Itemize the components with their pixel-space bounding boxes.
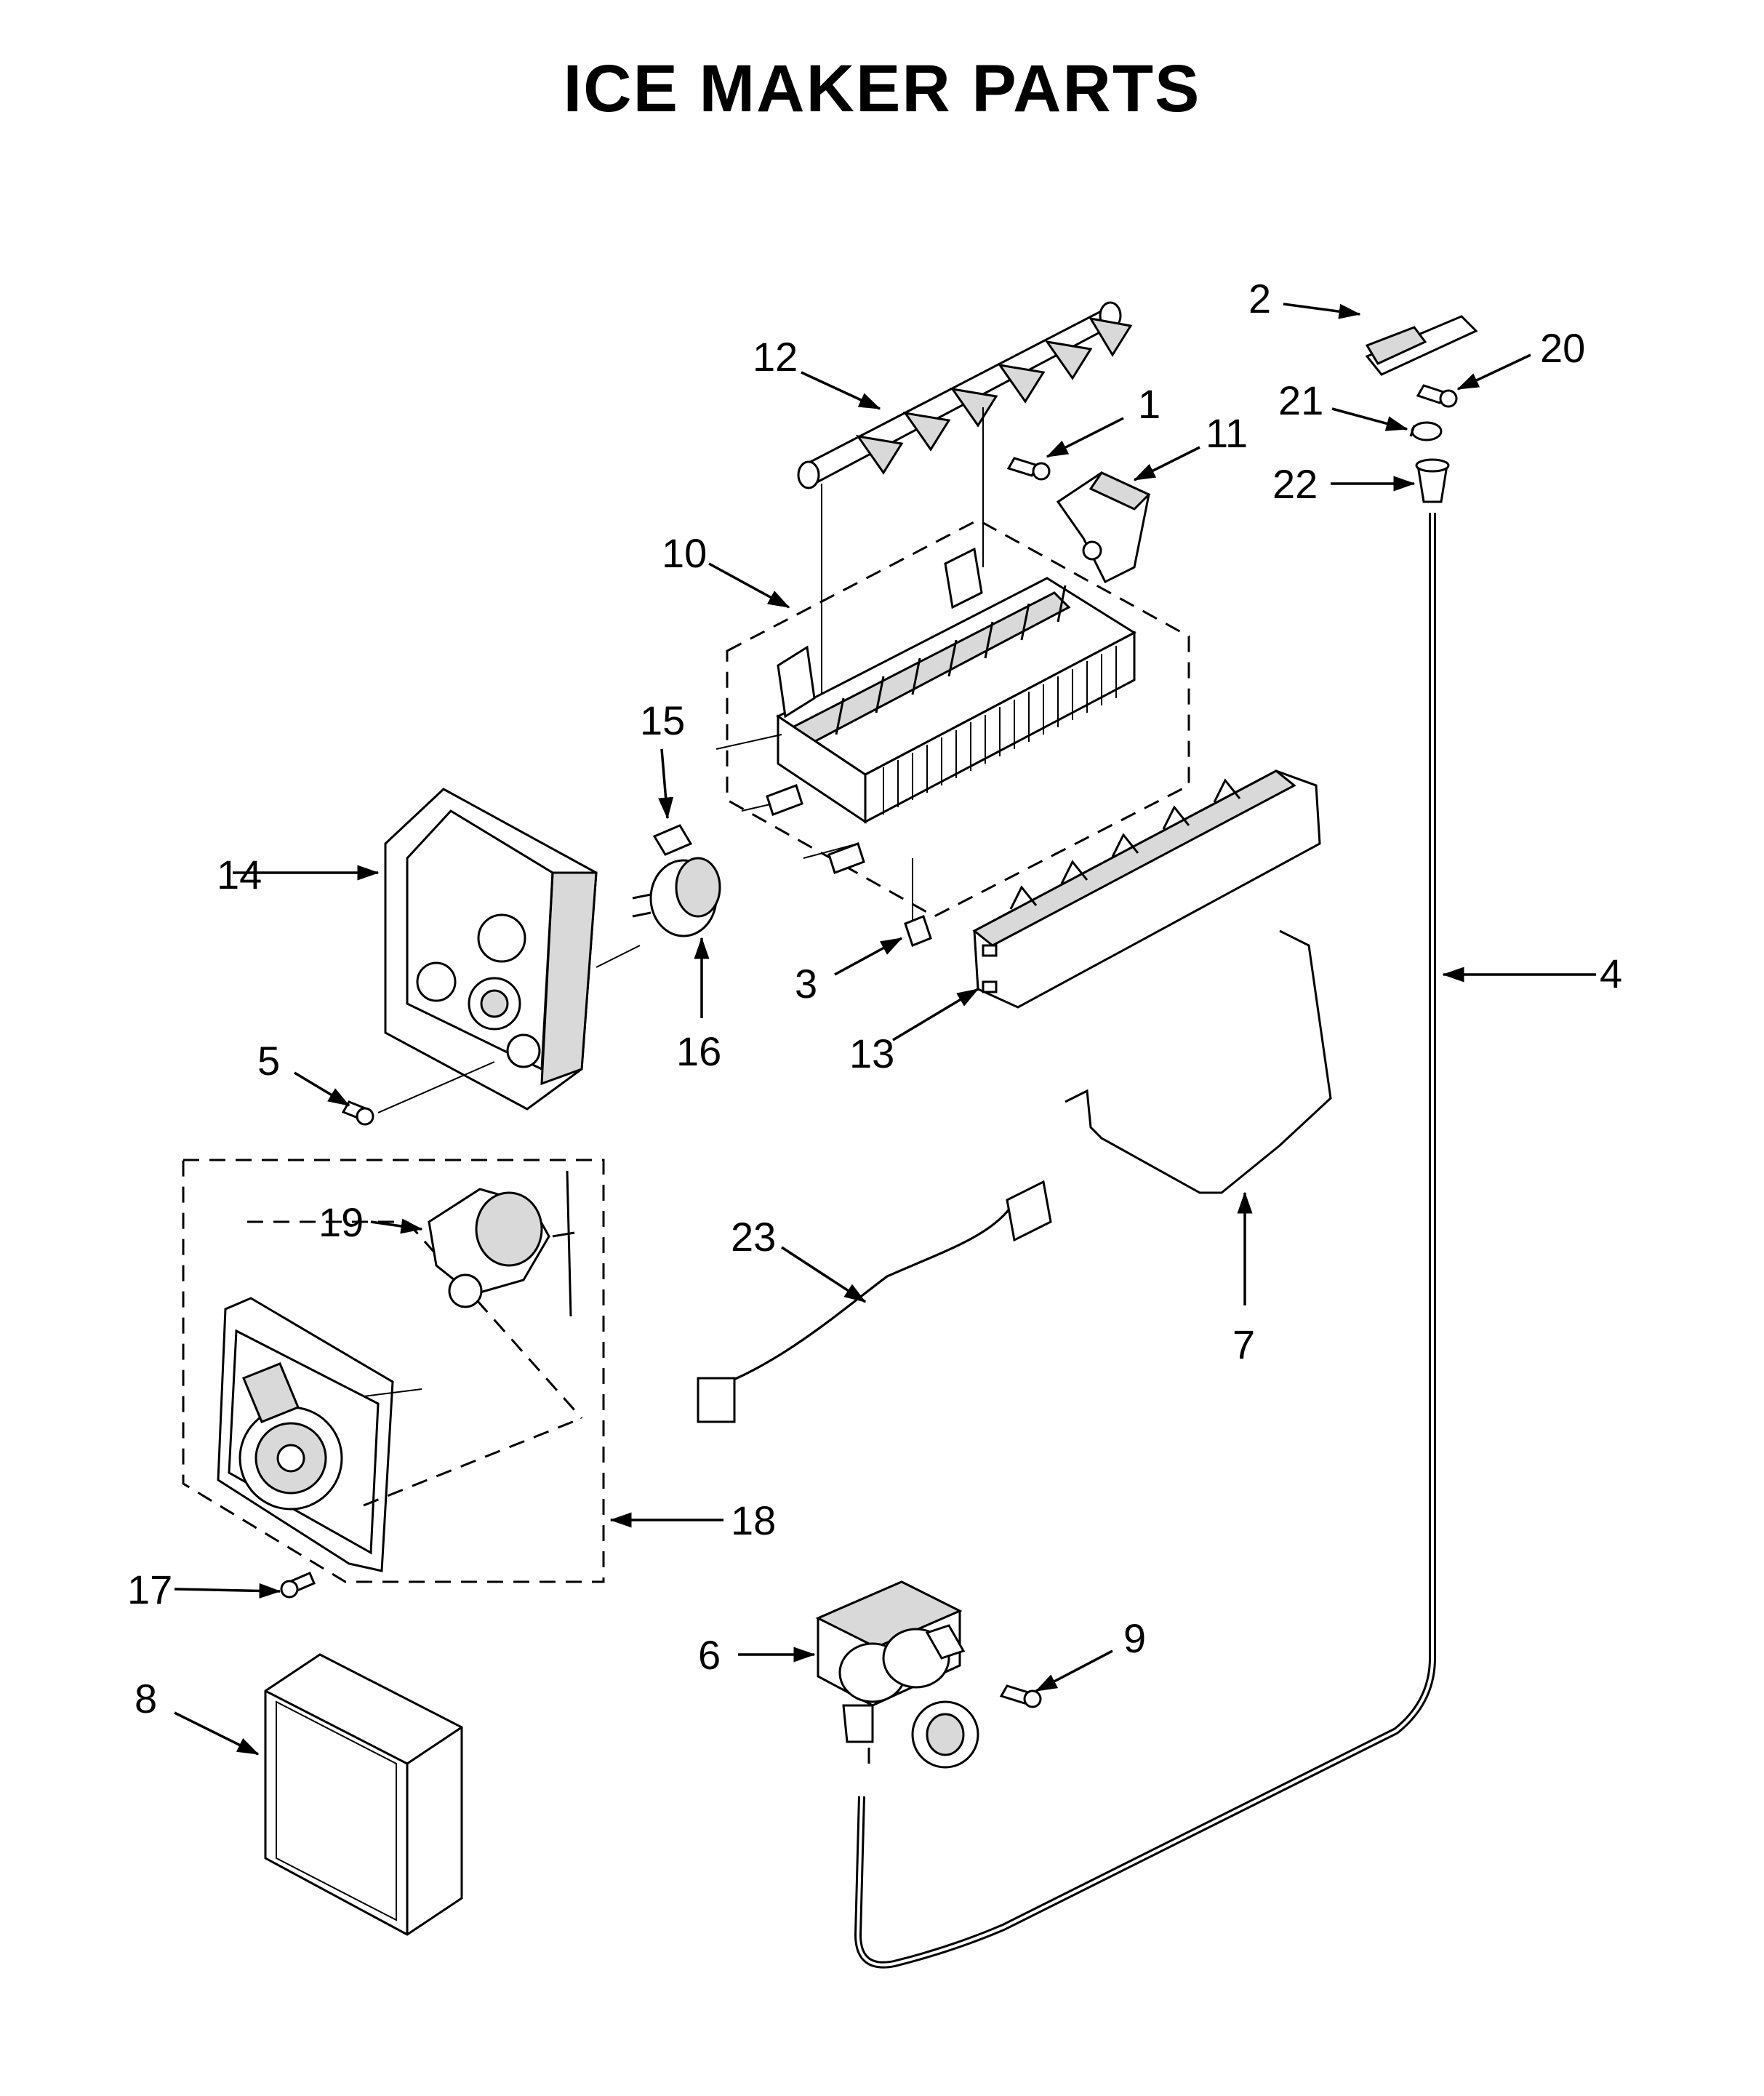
callout-6: 6 <box>698 1632 721 1678</box>
clip-part-3[interactable] <box>904 915 932 947</box>
mold-part-10[interactable] <box>715 519 1190 920</box>
callout-7: 7 <box>1232 1321 1255 1367</box>
callout-1: 1 <box>1138 381 1160 427</box>
screw-part-20[interactable] <box>1416 384 1458 408</box>
motor-part-19[interactable] <box>428 1170 575 1317</box>
callout-13: 13 <box>849 1031 894 1076</box>
callout-14: 14 <box>217 852 262 897</box>
bracket-part-2[interactable] <box>1365 315 1478 376</box>
ejector-shaft-part-12[interactable] <box>797 301 1133 702</box>
shutoff-arm-part-7[interactable] <box>1065 929 1332 1194</box>
callout-15: 15 <box>640 697 685 743</box>
callout-8: 8 <box>135 1676 157 1721</box>
callout-12: 12 <box>753 334 798 380</box>
callout-21: 21 <box>1278 377 1323 423</box>
clip-part-15[interactable] <box>652 824 693 856</box>
module-assembly-part-18[interactable] <box>182 1159 605 1583</box>
callout-17: 17 <box>127 1567 172 1612</box>
callout-5: 5 <box>257 1038 280 1084</box>
callout-18: 18 <box>731 1497 776 1543</box>
callout-22: 22 <box>1272 461 1318 507</box>
callout-2: 2 <box>1248 276 1271 321</box>
screw-part-1[interactable] <box>1006 457 1051 481</box>
cover-part-8[interactable] <box>264 1653 463 1936</box>
water-valve-part-6[interactable] <box>815 1580 979 1769</box>
callout-16: 16 <box>676 1028 721 1074</box>
screw-part-5[interactable] <box>341 1061 495 1126</box>
stripper-part-13[interactable] <box>972 769 1321 1009</box>
leader-lines <box>174 303 1596 1756</box>
callout-11: 11 <box>1206 410 1248 456</box>
callout-23: 23 <box>731 1214 776 1260</box>
page-title: ICE MAKER PARTS <box>563 52 1201 126</box>
callout-3: 3 <box>795 961 817 1007</box>
callout-9: 9 <box>1123 1615 1146 1661</box>
fill-cup-part-11[interactable] <box>1056 471 1151 584</box>
module-housing-part-14[interactable] <box>384 788 641 1111</box>
callout-10: 10 <box>662 530 707 576</box>
callout-labels: 12 1 11 10 15 14 16 3 13 4 5 7 19 23 18 … <box>127 276 1622 1721</box>
callout-19: 19 <box>318 1199 364 1245</box>
grommet-part-22[interactable] <box>1415 458 1450 503</box>
callout-20: 20 <box>1540 325 1585 371</box>
wire-harness-part-23[interactable] <box>697 1180 1052 1423</box>
callout-4: 4 <box>1600 951 1622 996</box>
screw-part-17[interactable] <box>280 1572 316 1599</box>
screw-part-9[interactable] <box>999 1684 1042 1708</box>
thermostat-part-16[interactable] <box>632 857 721 937</box>
clamp-part-21[interactable] <box>1409 421 1443 441</box>
